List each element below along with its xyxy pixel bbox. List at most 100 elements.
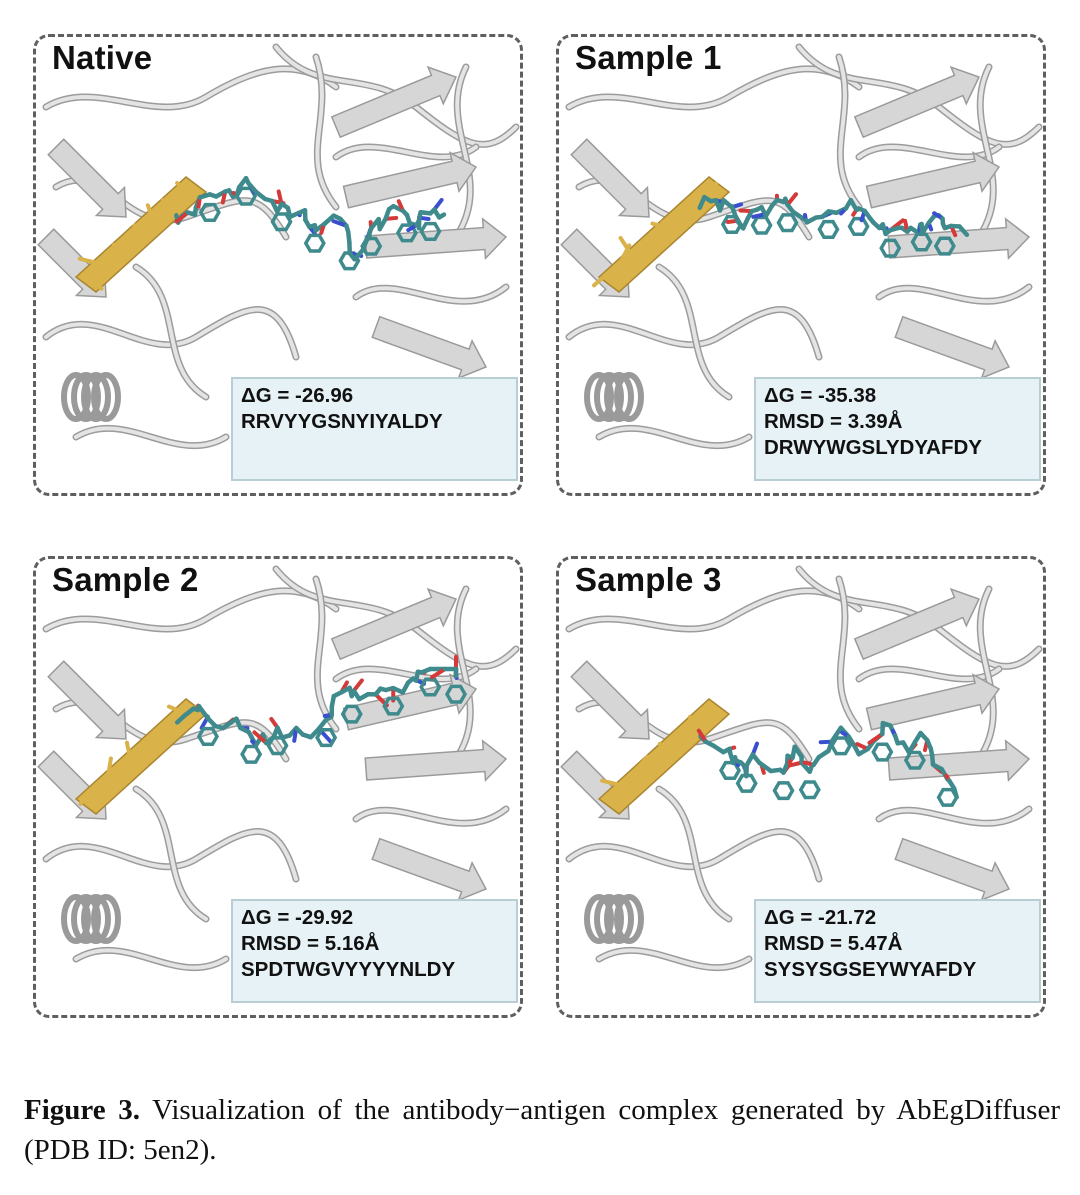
aromatic-ring <box>829 736 852 756</box>
aromatic-ring <box>382 696 405 716</box>
beta-sheet-arrow <box>342 673 478 731</box>
ribbon-loop-highlight <box>977 587 996 761</box>
info-box: ΔG = -29.92 RMSD = 5.16Å SPDTWGVYYYYNLDY <box>231 899 518 1003</box>
protein-structure-render <box>37 565 520 972</box>
panel-native: Native ΔG = -26.96 RRVYYGSNYIYALDY <box>33 34 523 496</box>
aromatic-ring <box>340 704 363 724</box>
peptide-bond <box>436 212 447 220</box>
epitope-sidechain <box>84 270 104 291</box>
ribbon-loop-highlight <box>274 45 518 147</box>
ribbon-loop-highlight <box>44 829 298 881</box>
epitope-sidechain <box>643 756 655 763</box>
protein-structure-render <box>37 43 520 450</box>
ribbon-loop-highlight <box>597 426 751 448</box>
delta-g-value: ΔG = -21.72 <box>764 906 877 929</box>
aromatic-ring <box>360 236 383 256</box>
aromatic-ring <box>750 215 773 235</box>
delta-g-value: ΔG = -26.96 <box>241 384 354 407</box>
helix-coil <box>604 372 634 422</box>
beta-sheet-arrow <box>865 151 1001 209</box>
peptide-sidechain <box>867 732 885 745</box>
ribbon-loop-highlight <box>354 807 508 826</box>
helix-coil <box>81 894 111 944</box>
beta-sheet-arrow <box>364 739 508 783</box>
epitope-sidechain <box>687 715 699 724</box>
epitope-sidechain <box>600 778 622 787</box>
epitope-sidechain <box>706 181 718 193</box>
rmsd-value: RMSD = 5.47Å <box>764 932 903 955</box>
ribbon-loop-highlight <box>134 787 208 921</box>
peptide-sidechain <box>174 210 190 224</box>
aromatic-ring <box>879 238 902 258</box>
rmsd-value: RMSD = 5.16Å <box>241 932 380 955</box>
epitope-sidechain <box>640 765 647 777</box>
delta-g-value: ΔG = -29.92 <box>241 906 354 929</box>
helix-coil <box>584 894 614 944</box>
beta-sheet-arrow <box>853 65 981 139</box>
ribbon-loop-highlight <box>314 577 338 731</box>
ribbon-loop-highlight <box>597 948 751 970</box>
ribbon-loop-highlight <box>334 145 478 159</box>
aromatic-ring <box>198 202 221 222</box>
epitope-sidechain <box>123 225 143 247</box>
beta-sheet-arrow <box>47 660 127 740</box>
aromatic-ring <box>847 216 870 236</box>
aromatic-ring <box>936 787 959 807</box>
protein-structure-render <box>560 43 1043 450</box>
helix-coil <box>584 372 614 422</box>
aromatic-ring <box>315 728 338 748</box>
info-box: ΔG = -26.96 RRVYYGSNYIYALDY <box>231 377 518 481</box>
ribbon-loop-highlight <box>354 285 508 304</box>
aromatic-ring <box>772 781 795 801</box>
ribbon-loop-highlight <box>797 567 1041 669</box>
beta-sheet-arrow <box>330 65 458 139</box>
epitope-sidechain <box>651 234 656 245</box>
panel-sample-2: Sample 2 ΔG = -29.92 RMSD = 5.16Å SPDTWG… <box>33 556 523 1018</box>
panel-sample-3: Sample 3 ΔG = -21.72 RMSD = 5.47Å SYSYSG… <box>556 556 1046 1018</box>
ribbon-loop-highlight <box>134 265 208 399</box>
beta-sheet-arrow <box>865 673 1001 731</box>
ribbon-loop-highlight <box>454 587 473 761</box>
aromatic-ring <box>933 236 956 256</box>
peptide-bond <box>951 786 959 800</box>
aromatic-ring <box>776 213 799 233</box>
ribbon-loop-highlight <box>274 567 518 669</box>
panel-title: Sample 1 <box>575 39 722 76</box>
peptide-bond <box>957 224 970 238</box>
sequence: RRVYYGSNYIYALDY <box>241 410 443 433</box>
beta-sheet-arrow <box>894 315 1011 380</box>
panel-title: Sample 3 <box>575 561 722 598</box>
ribbon-loop-highlight <box>314 55 338 209</box>
epitope-sidechain <box>78 792 88 806</box>
beta-sheet-arrow <box>342 151 478 209</box>
peptide-sidechain <box>331 219 349 228</box>
figure-caption: Figure 3. Visualization of the antibody−… <box>24 1090 1060 1170</box>
helix-coil <box>91 372 121 422</box>
peptide-sidechain <box>785 192 798 207</box>
sequence: DRWYWGSLYDYAFDY <box>764 436 982 459</box>
panel-title: Native <box>52 39 153 76</box>
figure-caption-text: Visualization of the antibody−antigen co… <box>24 1094 1060 1166</box>
delta-g-value: ΔG = -35.38 <box>764 384 877 407</box>
epitope-sidechain <box>128 223 137 238</box>
ribbon-loop-highlight <box>44 307 298 359</box>
sequence: SPDTWGVYYYYNLDY <box>241 958 456 981</box>
ribbon-loop-highlight <box>837 55 861 209</box>
helix-coil <box>61 372 91 422</box>
figure-label: Figure 3. <box>24 1094 141 1126</box>
epitope-sidechain <box>77 256 99 265</box>
ribbon-loop-highlight <box>334 667 478 681</box>
helix-coil <box>614 894 644 944</box>
info-box: ΔG = -21.72 RMSD = 5.47Å SYSYSGSEYWYAFDY <box>754 899 1041 1003</box>
aromatic-ring <box>419 221 442 241</box>
helix-coil <box>61 894 91 944</box>
epitope-sidechain <box>673 736 688 742</box>
aromatic-ring <box>303 233 326 253</box>
epitope-sidechain <box>145 203 154 220</box>
ribbon-loop-highlight <box>74 948 228 970</box>
panel-sample-1: Sample 1 ΔG = -35.38 RMSD = 3.39Å DRWYWG… <box>556 34 1046 496</box>
aromatic-ring <box>910 232 933 252</box>
ribbon-loop-highlight <box>977 65 996 239</box>
panel-title: Sample 2 <box>52 561 199 598</box>
ribbon-loop-highlight <box>657 787 731 921</box>
